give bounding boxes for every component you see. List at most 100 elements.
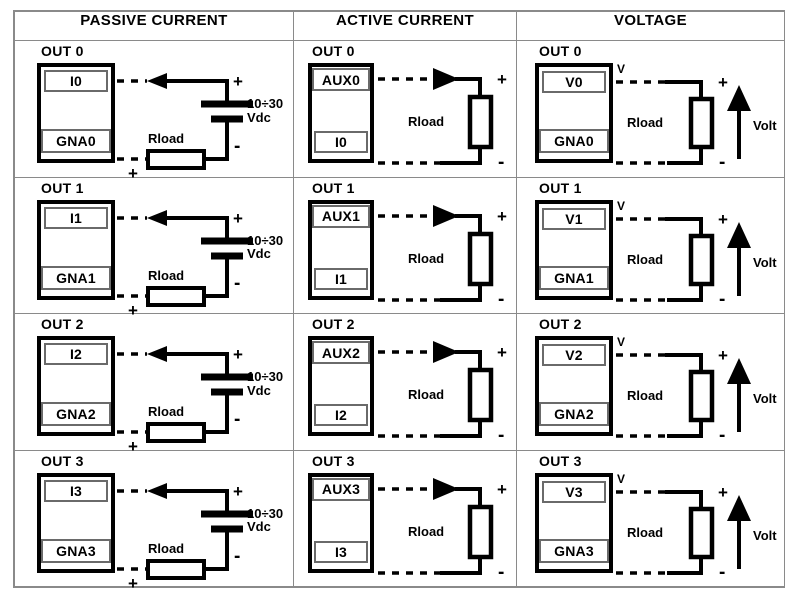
terminal-bottom[interactable]: GNA2: [539, 402, 609, 426]
terminal-bottom[interactable]: GNA3: [41, 538, 111, 563]
circuit-wires: [616, 216, 751, 302]
circuit-wires: [117, 73, 253, 170]
load-label: Rload: [408, 114, 445, 129]
minus-symbol: -: [719, 561, 726, 583]
terminal-top[interactable]: AUX0: [312, 68, 370, 91]
minus-symbol: -: [498, 152, 505, 173]
supply-minus-symbol: -: [234, 409, 241, 430]
supply-plus-symbol: +: [233, 208, 243, 228]
out-label: OUT 3: [41, 452, 84, 469]
supply-minus-symbol: -: [234, 272, 241, 294]
load-plus-symbol: +: [128, 300, 138, 320]
v-label: V: [617, 62, 626, 76]
minus-symbol: -: [719, 288, 726, 310]
circuit-wires: [117, 209, 253, 307]
out-label: OUT 2: [41, 316, 84, 332]
terminal-bottom[interactable]: GNA2: [41, 402, 111, 426]
minus-symbol: -: [498, 561, 505, 583]
out-label: OUT 3: [312, 452, 355, 469]
terminal-top[interactable]: V3: [542, 480, 606, 503]
load-plus-symbol: +: [128, 164, 138, 183]
terminal-top[interactable]: V2: [542, 344, 606, 366]
terminal-bottom[interactable]: GNA1: [539, 265, 609, 290]
minus-symbol: -: [498, 425, 505, 446]
terminal-bottom[interactable]: GNA1: [41, 265, 111, 290]
out-label: OUT 1: [539, 179, 582, 196]
plus-symbol: +: [718, 482, 728, 502]
circuit-wires: [378, 68, 494, 165]
table-header: PASSIVE CURRENT ACTIVE CURRENT VOLTAGE: [14, 11, 785, 41]
diagram-sheet: PASSIVE CURRENT ACTIVE CURRENT VOLTAGE O…: [13, 10, 785, 592]
terminal-top[interactable]: AUX3: [312, 477, 370, 501]
load-label: Rload: [148, 267, 185, 283]
terminal-top[interactable]: AUX1: [312, 204, 370, 228]
out-label: OUT 0: [312, 43, 355, 59]
plus-symbol: +: [497, 70, 507, 89]
out-label: OUT 0: [41, 43, 84, 59]
meter-label: Volt: [753, 254, 777, 270]
plus-symbol: +: [718, 73, 728, 92]
load-label: Rload: [408, 250, 445, 266]
supply-plus-symbol: +: [233, 481, 243, 501]
v-label: V: [617, 471, 626, 486]
circuit-wires: [616, 353, 751, 438]
load-label: Rload: [148, 131, 185, 146]
terminal-bottom[interactable]: I1: [314, 267, 368, 290]
supply-plus-symbol: +: [233, 345, 243, 364]
terminal-top[interactable]: V0: [542, 71, 606, 93]
v-label: V: [617, 335, 626, 349]
terminal-top[interactable]: I1: [44, 206, 108, 229]
terminal-top[interactable]: AUX2: [312, 341, 370, 364]
v-label: V: [617, 198, 626, 213]
load-label: Rload: [627, 388, 664, 403]
terminal-bottom[interactable]: I0: [314, 131, 368, 153]
terminal-top[interactable]: V1: [542, 207, 606, 230]
terminal-bottom[interactable]: GNA0: [539, 129, 609, 153]
circuit-wires: [616, 489, 751, 575]
terminal-bottom[interactable]: I3: [314, 540, 368, 563]
out-label: OUT 2: [539, 316, 582, 332]
terminal-bottom[interactable]: GNA0: [41, 129, 111, 153]
circuit-wires: [378, 341, 494, 438]
terminal-bottom[interactable]: I2: [314, 404, 368, 426]
terminal-top[interactable]: I3: [44, 479, 108, 502]
terminal-top[interactable]: I0: [44, 70, 108, 92]
supply-minus-symbol: -: [234, 545, 241, 567]
terminal-bottom[interactable]: GNA3: [539, 538, 609, 563]
out-label: OUT 1: [41, 179, 84, 196]
column-header-passive-current: PASSIVE CURRENT: [14, 11, 294, 41]
out-label: OUT 0: [539, 43, 582, 59]
load-label: Rload: [627, 251, 664, 267]
circuit-wires: [378, 477, 494, 575]
terminal-top[interactable]: I2: [44, 343, 108, 365]
load-label: Rload: [148, 540, 185, 556]
plus-symbol: +: [718, 209, 728, 229]
circuit-wires: [117, 346, 253, 443]
circuit-wires: [616, 80, 751, 165]
circuit-wires: [378, 204, 494, 302]
load-label: Rload: [627, 115, 664, 130]
